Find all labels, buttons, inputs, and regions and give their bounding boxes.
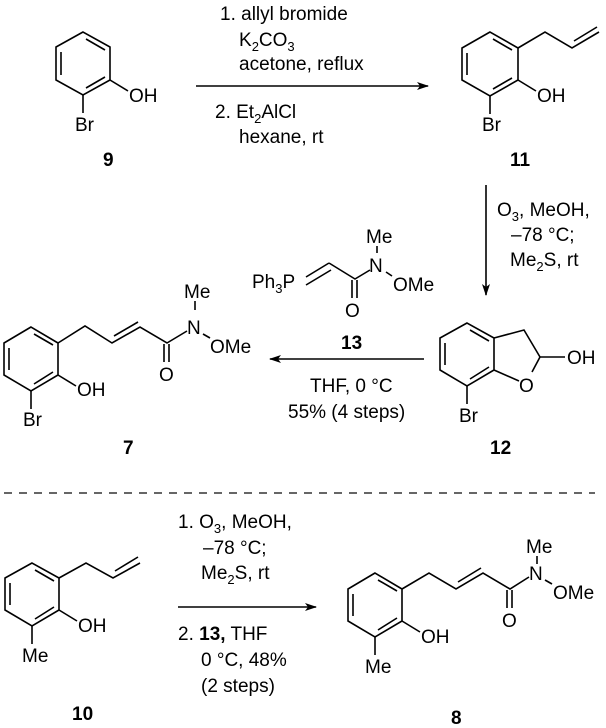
compound-number-11: 11: [510, 150, 531, 171]
condition-line: 55% (4 steps): [288, 402, 405, 423]
oh-label: OH: [129, 86, 158, 107]
allyl-double-bond: [573, 26, 598, 42]
benzene-ring: [347, 572, 403, 638]
compound-number-7: 7: [123, 438, 134, 459]
oh-label: OH: [567, 348, 596, 369]
benzene-ring: [55, 31, 111, 96]
carbonyl-double-bond: [351, 280, 358, 298]
ome-label: OMe: [393, 275, 434, 296]
condition-line: –78 °C;: [511, 225, 575, 246]
br-label: Br: [75, 115, 95, 136]
me-label: Me: [184, 282, 210, 303]
n-label: N: [529, 564, 543, 585]
condition-line: 2. Et2AlCl: [215, 102, 296, 126]
me-label: Me: [366, 227, 392, 248]
o-label: O: [345, 301, 360, 322]
chain-bonds: [57, 325, 188, 344]
allyl-chain: [58, 562, 141, 579]
aryl-o-bond: [493, 369, 520, 382]
benzene-ring: [3, 326, 59, 392]
me-label: Me: [22, 646, 48, 667]
n-label: N: [369, 256, 383, 277]
oh-bond: [517, 79, 537, 92]
oh-bond: [401, 620, 421, 633]
ring-oxygen-label: O: [519, 376, 534, 397]
benzene-ring: [439, 322, 495, 387]
condition-line: –78 °C;: [203, 538, 267, 559]
condition-line: 0 °C, 48%: [201, 650, 287, 671]
reaction-arrow-3: THF, 0 °C 55% (4 steps): [269, 355, 424, 423]
carbonyl-double-bond: [163, 344, 170, 362]
compound-number-10: 10: [72, 704, 93, 725]
compound-13: Ph3P Me N OMe O 13: [252, 227, 434, 354]
furan-ring-bonds: [493, 329, 541, 358]
condition-line: 1. allyl bromide: [220, 4, 348, 25]
compound-12: O OH Br 12: [439, 322, 596, 459]
condition-line: acetone, reflux: [239, 54, 364, 75]
reaction-arrow-4: 1. O3, MeOH, –78 °C; Me2S, rt 2. 13, THF…: [178, 512, 317, 697]
compound-8: Me N OMe O OH Me 8: [347, 537, 594, 728]
n-o-bond: [544, 579, 553, 585]
compound-number-9: 9: [103, 150, 114, 171]
oh-label: OH: [537, 86, 566, 107]
me-ring-label: Me: [365, 657, 391, 678]
condition-line: THF, 0 °C: [310, 376, 393, 397]
compound-10: OH Me 10: [4, 556, 141, 725]
reaction-arrow-2: O3, MeOH, –78 °C; Me2S, rt: [482, 185, 590, 296]
carbonyl-double-bond: [506, 590, 513, 608]
reaction-arrow-1: 1. allyl bromide K2CO3 acetone, reflux 2…: [196, 4, 429, 148]
o-label: O: [159, 365, 174, 386]
n-o-bond: [202, 333, 211, 339]
compound-11: OH Br 11: [461, 26, 600, 171]
benzene-ring: [461, 31, 519, 97]
condition-line: Me2S, rt: [201, 563, 270, 587]
compound-7: Me N OMe O OH Br 7: [3, 282, 251, 459]
br-label: Br: [459, 406, 479, 427]
br-label: Br: [482, 115, 502, 136]
ph3p-label: Ph3P: [252, 272, 295, 296]
br-label: Br: [23, 410, 43, 431]
aromatic-double-bonds: [352, 579, 398, 631]
aromatic-double-bonds: [466, 38, 513, 90]
n-o-bond: [385, 271, 393, 277]
aromatic-double-bonds: [8, 333, 54, 385]
condition-line: Me2S, rt: [510, 250, 579, 274]
aromatic-double-bonds: [444, 329, 490, 380]
me-label: Me: [526, 537, 552, 558]
ome-label: OMe: [553, 583, 594, 604]
condition-line: 1. O3, MeOH,: [178, 512, 292, 536]
aromatic-double-bonds: [9, 569, 55, 620]
alkene-double-bond: [457, 567, 482, 583]
oh-bond: [57, 374, 77, 387]
compound-number-13: 13: [341, 333, 362, 354]
compound-number-12: 12: [490, 438, 511, 459]
chain-bonds: [328, 262, 371, 280]
c-o-bond: [531, 356, 541, 373]
oh-label: OH: [421, 627, 450, 648]
condition-line: K2CO3: [239, 30, 295, 54]
ome-label: OMe: [210, 337, 251, 358]
benzene-ring: [4, 562, 60, 627]
oh-label: OH: [78, 616, 107, 637]
compound-9: OH Br 9: [55, 31, 158, 171]
condition-line: hexane, rt: [239, 127, 324, 148]
oh-label: OH: [77, 380, 106, 401]
oh-bond: [109, 79, 129, 92]
oh-bond: [58, 609, 78, 622]
allyl-double-bond: [114, 556, 139, 572]
n-label: N: [187, 318, 201, 339]
aromatic-double-bonds: [60, 38, 106, 89]
condition-line: 2. 13, THF: [178, 624, 267, 645]
compound-number-8: 8: [451, 708, 462, 728]
condition-line: O3, MeOH,: [497, 200, 590, 224]
chain-bonds: [401, 572, 530, 590]
ylide-double-bond: [305, 262, 332, 286]
allyl-chain: [517, 31, 600, 49]
condition-line: (2 steps): [201, 676, 275, 697]
o-label: O: [502, 611, 517, 632]
alkene-double-bond: [113, 321, 139, 337]
